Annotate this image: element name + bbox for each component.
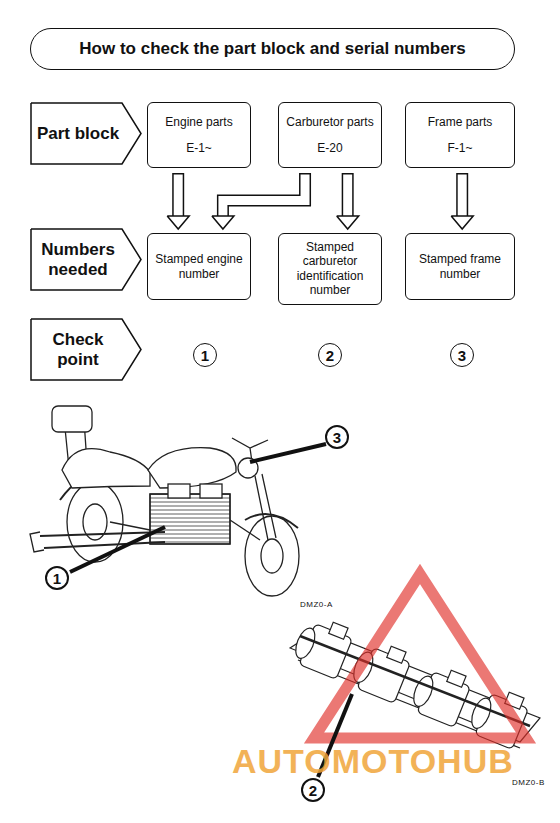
- hollow-arrow: [337, 173, 359, 229]
- check-point-circle: 1: [193, 343, 217, 367]
- arrow-fill: [223, 175, 305, 218]
- watermark: AUTOMOTOHUB: [232, 742, 514, 781]
- arrow-outline: [223, 173, 305, 217]
- row-heading: Part block: [30, 102, 142, 165]
- arrow-head: [451, 216, 473, 229]
- arrow-head: [212, 216, 234, 229]
- arrow-head: [167, 216, 189, 229]
- figure-code: DMZ0-A: [300, 600, 333, 609]
- leader-lines: [70, 444, 352, 777]
- title-box: How to check the part block and serial n…: [30, 28, 515, 70]
- title-text: How to check the part block and serial n…: [79, 39, 465, 59]
- hollow-arrow: [212, 173, 305, 229]
- node-text: 1: [201, 348, 209, 363]
- arrow-fill: [458, 175, 467, 218]
- callout-number: 1: [45, 566, 69, 590]
- node-text: 2: [326, 348, 334, 363]
- node-text: 3: [458, 348, 466, 363]
- figure-code: DMZ0-B: [512, 778, 545, 787]
- callout-number: 2: [301, 778, 325, 802]
- hollow-arrow: [451, 173, 473, 229]
- number-box: Stamped engine number: [147, 233, 251, 300]
- arrow-fill: [343, 175, 352, 218]
- motorcycle-drawing: [30, 406, 299, 596]
- node-text: Engine parts: [165, 115, 232, 129]
- part-block-box: Carburetor partsE-20: [278, 102, 382, 168]
- node-text: Check point: [36, 330, 120, 369]
- node-text: F-1~: [447, 141, 472, 155]
- node-text: Stamped carburetor identification number: [283, 240, 377, 298]
- hollow-arrow: [167, 173, 189, 229]
- node-text: Frame parts: [428, 115, 493, 129]
- row-heading: Check point: [30, 318, 142, 381]
- node-text: Carburetor parts: [286, 115, 373, 129]
- number-box: Stamped carburetor identification number: [278, 233, 382, 305]
- carburetor-drawing: [290, 612, 540, 749]
- check-point-circle: 2: [318, 343, 342, 367]
- number-box: Stamped frame number: [405, 233, 515, 300]
- callout-number: 3: [325, 425, 349, 449]
- part-block-box: Engine partsE-1~: [147, 102, 251, 168]
- node-text: Numbers needed: [36, 240, 120, 279]
- node-text: Stamped engine number: [152, 252, 246, 281]
- node-text: Part block: [37, 124, 119, 144]
- node-text: E-1~: [186, 141, 212, 155]
- arrow-outline: [456, 173, 468, 217]
- arrow-fill: [174, 175, 183, 218]
- tag-shape: [31, 229, 141, 290]
- row-heading: Numbers needed: [30, 228, 142, 291]
- check-point-circle: 3: [450, 343, 474, 367]
- arrow-outline: [172, 173, 184, 217]
- arrow-head: [337, 216, 359, 229]
- tag-shape: [31, 103, 141, 164]
- part-block-box: Frame partsF-1~: [405, 102, 515, 168]
- node-text: E-20: [317, 141, 342, 155]
- tag-shape: [31, 319, 141, 380]
- arrow-outline: [342, 173, 354, 217]
- node-text: Stamped frame number: [410, 252, 510, 281]
